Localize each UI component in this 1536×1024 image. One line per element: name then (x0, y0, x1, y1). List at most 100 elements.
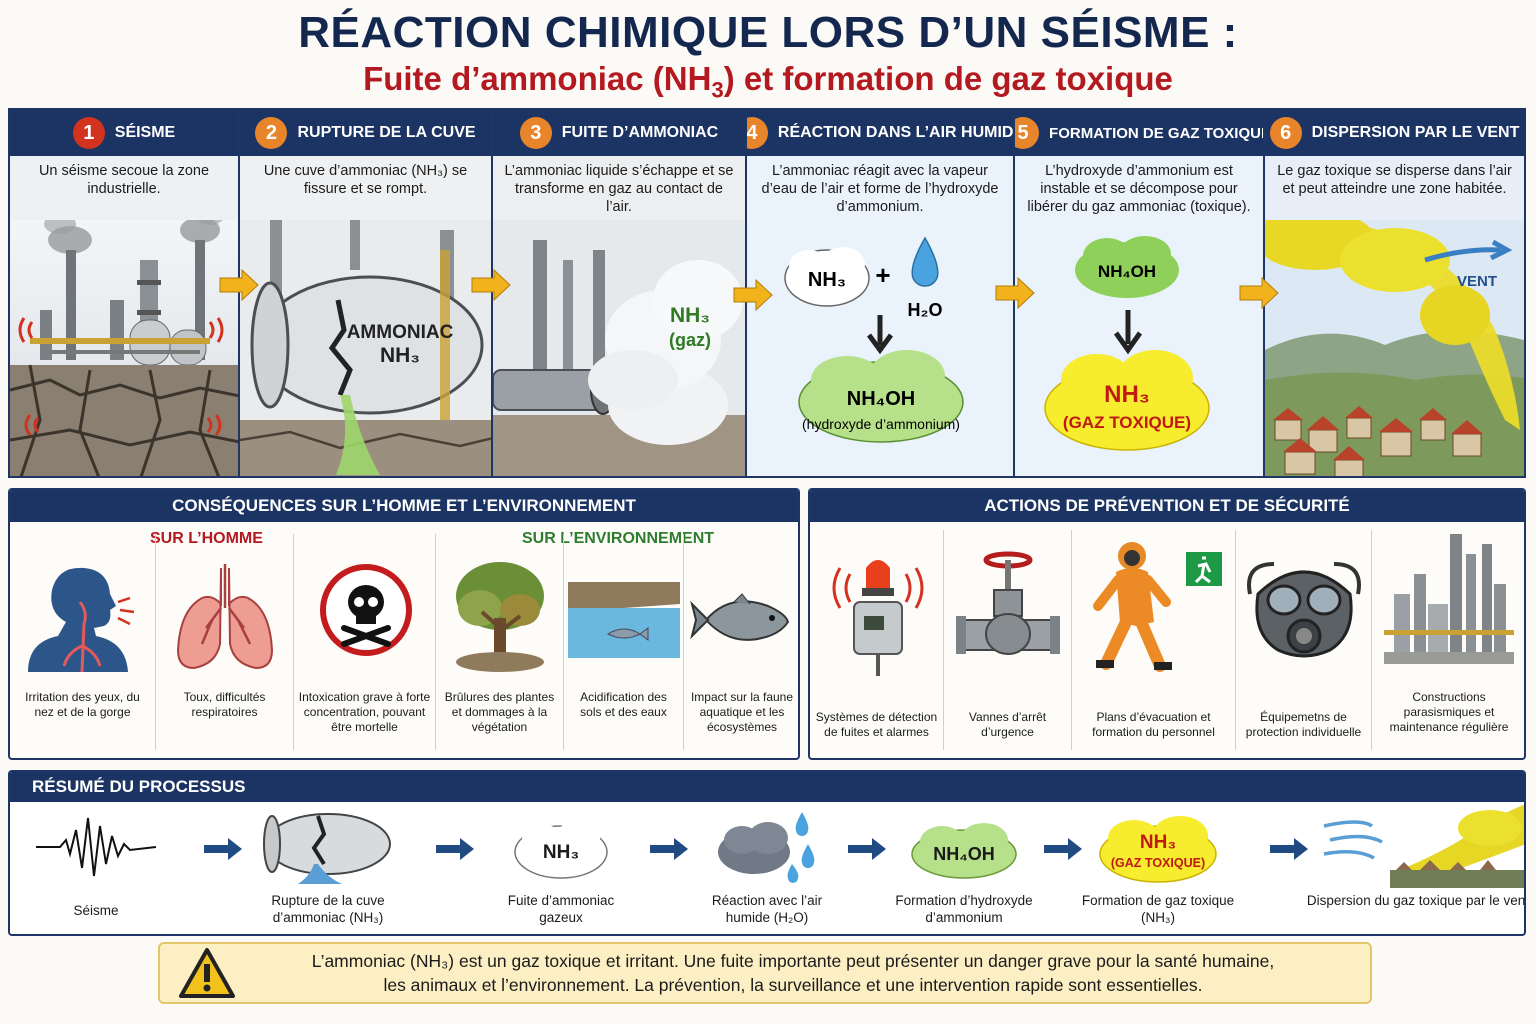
step-arrow-4 (995, 276, 1035, 310)
summary-cloud-nh3: NH₃ (542, 842, 580, 863)
gas-label-nh3: NH₃ (670, 304, 710, 327)
step-6-title: DISPERSION PAR LE VENT (1311, 124, 1520, 141)
prevention-caption-5: Constructions parasismiques et maintenan… (1389, 690, 1509, 734)
seismogram-icon (36, 817, 156, 877)
gas-label-state: (gaz) (669, 330, 711, 350)
environment-section-label: SUR L’ENVIRONNEMENT (522, 530, 715, 547)
skull-icon (320, 564, 412, 656)
step-3-description: L’ammoniac liquide s’échappe et se trans… (504, 163, 734, 215)
summary-caption-2: Rupture de la cuve d’ammoniac (NH₃) (271, 893, 385, 925)
summary-cloud-toxic-note: (GAZ TOXIQUE) (1110, 856, 1206, 870)
prevention-item-1: Systèmes de détection de fuites et alarm… (810, 530, 944, 750)
reactant-nh3: NH₃ (808, 269, 846, 291)
summary-caption-7: Dispersion du gaz toxique par le vent (1306, 893, 1526, 908)
warning-line-2: les animaux et l’environnement. La préve… (383, 975, 1203, 995)
product-nh3: NH₃ (1104, 381, 1150, 408)
step-1-title: SÉISME (114, 124, 176, 141)
summary-cloud-nh4oh: NH₄OH (933, 844, 995, 864)
consequence-caption-1: Irritation des yeux, du nez et de la gor… (25, 690, 140, 719)
consequence-caption-3: Intoxication grave à forte concentration… (298, 690, 431, 734)
product-toxic-note: (GAZ TOXIQUE) (1063, 413, 1191, 432)
step-4-title: RÉACTION DANS L’AIR HUMIDE (777, 124, 1015, 141)
evacuation-icon (1093, 542, 1222, 672)
tank-label-ammoniac: AMMONIAC (347, 322, 454, 343)
valve-icon (956, 551, 1060, 655)
summary-step-7: Dispersion du gaz toxique par le vent (1307, 802, 1524, 934)
summary-step-1: Séisme (36, 802, 156, 934)
prevention-panel: ACTIONS DE PRÉVENTION ET DE SÉCURITÉ Sys… (808, 488, 1526, 760)
step-arrow-2 (471, 268, 511, 302)
summary-step-3: NH₃ Fuite d’ammoniac gazeux (506, 802, 616, 934)
down-arrow-icon (1113, 310, 1143, 355)
water-drop-icon (911, 236, 939, 287)
consequence-caption-4: Brûlures des plantes et dommages à la vé… (444, 690, 555, 734)
step-6: 6 DISPERSION PAR LE VENT Le gaz toxique s… (1265, 110, 1524, 476)
consequence-caption-6: Impact sur la faune aquatique et les éco… (690, 690, 794, 734)
plus-sign: + (875, 260, 890, 290)
alarm-detector-icon (832, 560, 924, 676)
warning-line-1: L’ammoniac (NH₃) est un gaz toxique et i… (311, 951, 1275, 971)
tank-label-nh3: NH₃ (380, 344, 420, 367)
summary-title: RÉSUMÉ DU PROCESSUS (10, 772, 1524, 802)
dispersion-illustration: VENT (1265, 210, 1524, 476)
summary-step-5: NH₄OH Formation d’hydroxyde d’ammonium (895, 802, 1033, 934)
broken-tank-icon (263, 813, 391, 884)
step-arrow-5 (1239, 276, 1279, 310)
summary-caption-6: Formation de gaz toxique (NH₃) (1081, 893, 1235, 925)
head-airway-icon (28, 567, 135, 672)
summary-step-4: Réaction avec l’air humide (H₂O) (712, 802, 822, 934)
step-4-description: L’ammoniac réagit avec la vapeur d’eau d… (761, 163, 999, 215)
damaged-tree-icon (456, 562, 544, 672)
step-5-description: L’hydroxyde d’ammonium est instable et s… (1027, 163, 1251, 215)
prevention-item-2: Vannes d’arrêt d’urgence (944, 530, 1072, 750)
rain-cloud-icon (718, 812, 815, 883)
nh4oh-cloud-icon (911, 823, 1017, 879)
acid-water-icon (568, 582, 680, 658)
step-arrow-1 (219, 268, 259, 302)
product-name: (hydroxyde d’ammonium) (802, 416, 960, 432)
summary-step-2: Rupture de la cuve d’ammoniac (NH₃) (258, 802, 398, 934)
summary-arrow-4 (848, 838, 886, 860)
step-6-description: Le gaz toxique se disperse dans l’air et… (1277, 163, 1512, 197)
product-nh4oh: NH₄OH (847, 388, 915, 410)
reaction-air-illustration: NH₃ + H₂O NH₄OH (hydroxyde d’ammonium) (747, 220, 1013, 476)
toxic-gas-illustration: NH₄OH NH₃ (GAZ TOXIQUE) (1015, 220, 1263, 476)
step-1: 1 SÉISME Un séisme secoue la zone industr… (10, 110, 240, 476)
prevention-item-5: Constructions parasismiques et maintenan… (1372, 530, 1524, 750)
consequence-item-3: Intoxication grave à forte concentration… (294, 534, 436, 750)
summary-arrow-3 (650, 838, 688, 860)
summary-caption-5: Formation d’hydroxyde d’ammonium (895, 893, 1033, 925)
warning-text: L’ammoniac (NH₃) est un gaz toxique et i… (236, 949, 1370, 997)
warning-banner: L’ammoniac (NH₃) est un gaz toxique et i… (158, 942, 1372, 1004)
consequence-caption-5: Acidification des sols et des eaux (580, 690, 667, 719)
factory-icon (1384, 534, 1514, 664)
step-1-description: Un séisme secoue la zone industrielle. (38, 163, 210, 197)
process-steps: 1 SÉISME Un séisme secoue la zone industr… (8, 108, 1526, 478)
wind-arrow-icon (1424, 239, 1513, 263)
gas-mask-icon (1247, 562, 1361, 658)
step-2-title: RUPTURE DE LA CUVE (297, 124, 476, 141)
step-6-number: 6 (1269, 117, 1302, 149)
consequence-item-1: Irritation des yeux, du nez et de la gor… (10, 534, 156, 750)
wind-smoke-icon (1323, 804, 1524, 888)
nh3-cloud-icon (514, 820, 608, 879)
step-1-number: 1 (72, 117, 105, 149)
consequences-title: CONSÉQUENCES SUR L’HOMME ET L’ENVIRONNEM… (10, 490, 798, 522)
summary-arrow-6 (1270, 838, 1308, 860)
summary-caption-3: Fuite d’ammoniac gazeux (507, 893, 615, 925)
broken-tank-illustration: AMMONIAC NH₃ (240, 210, 491, 476)
subtitle-part-1: Fuite d’ammoniac (NH (363, 60, 712, 97)
consequence-item-2: Toux, difficultés respiratoires (156, 534, 294, 750)
down-arrow-icon (866, 315, 894, 355)
step-5-number: 5 (1015, 117, 1040, 149)
toxic-cloud-icon (1099, 816, 1217, 883)
subtitle-subscript: 3 (711, 77, 724, 103)
consequence-caption-2: Toux, difficultés respiratoires (183, 690, 266, 719)
